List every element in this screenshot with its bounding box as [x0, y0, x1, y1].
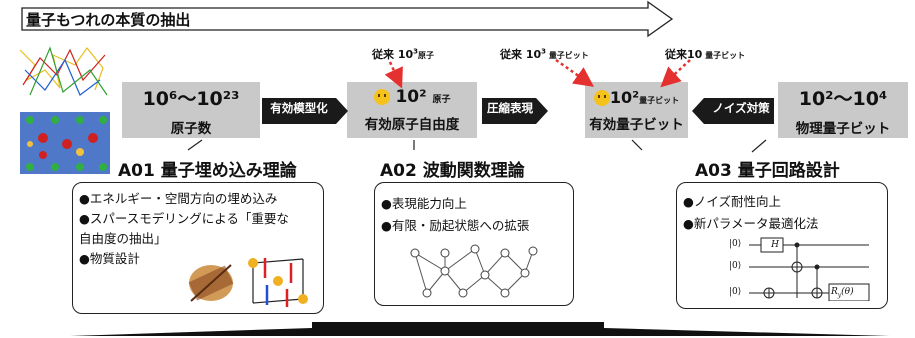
section-a02-panel: ●表現能力向上 ●有限・励起状態への拡張	[374, 182, 574, 306]
a01-item: ●エネルギー・空間方向の埋め込み	[79, 191, 278, 206]
compression-arrow	[482, 98, 548, 124]
effective-qubit-label: 有効量子ビット	[589, 116, 684, 133]
atom-count-range: 10⁶〜10²³	[142, 87, 240, 110]
hadamard-gate	[760, 237, 784, 253]
smiley-icon	[593, 90, 610, 106]
physical-qubit-label: 物理量子ビット	[795, 120, 891, 137]
a01-item: ●物質設計	[79, 251, 140, 266]
a03-item: ●ノイズ耐性向上	[683, 194, 782, 209]
effective-atom-label: 有効原子自由度	[364, 117, 460, 133]
effective-qubit-value: 10²	[609, 87, 640, 107]
circuit-ket: |0⟩	[729, 261, 742, 271]
a01-item: ●スパースモデリングによる「重要な	[79, 211, 289, 226]
a01-item: 自由度の抽出」	[79, 231, 167, 246]
control-dot	[814, 264, 820, 270]
control-dot	[794, 242, 800, 248]
circuit-ket: |0⟩	[729, 287, 742, 297]
ry-gate	[828, 283, 870, 301]
section-a01-panel: ●エネルギー・空間方向の埋め込み ●スパースモデリングによる「重要な 自由度の抽…	[72, 182, 324, 314]
noise-label: ノイズ対策	[712, 101, 770, 115]
qubit-right-dashed-arrow	[660, 59, 691, 88]
circuit-ket: |0⟩	[729, 239, 742, 249]
header-arrow	[21, 0, 674, 38]
section-a03-panel: ●ノイズ耐性向上 ●新パラメータ最適化法 |0⟩ |0⟩ |0⟩	[676, 182, 888, 309]
material-design-image	[188, 258, 308, 307]
section-a02-heading: A02 波動関数理論	[380, 161, 525, 181]
effective-atom-box: 10² 原子 有効原子自由度	[347, 82, 477, 138]
physical-qubit-range: 10²〜10⁴	[798, 87, 888, 110]
atom-count-box: 10⁶〜10²³ 原子数	[122, 82, 260, 138]
section-a01-heading: A01 量子埋め込み理論	[118, 161, 297, 181]
hadamard-gate-label: H	[771, 240, 779, 250]
header-title: 量子もつれの本質の抽出	[26, 11, 191, 29]
smiley-icon	[373, 89, 390, 105]
quantum-circuit: |0⟩ |0⟩ |0⟩ H Ry(θ)	[677, 183, 887, 308]
physical-qubit-box: 10²〜10⁴ 物理量子ビット	[778, 82, 908, 138]
effective-atom-value: 10²	[395, 87, 427, 107]
section-a03-heading: A03 量子回路設計	[695, 161, 840, 181]
atom-count-label: 原子数	[170, 120, 212, 137]
conventional-qubit-right-label: 従来10 量子ビット	[665, 48, 746, 61]
neural-network-image	[410, 244, 538, 298]
bottom-bar	[70, 322, 890, 336]
effective-atom-unit: 原子	[432, 95, 451, 105]
ry-gate-label: Ry(θ)	[831, 287, 854, 299]
effective-model-arrow	[262, 98, 348, 124]
conventional-qubit-left-label: 従来 103 量子ビット	[500, 47, 589, 61]
compression-label: 圧縮表現	[487, 101, 533, 115]
a03-item: ●新パラメータ最適化法	[683, 216, 819, 231]
molecule-image	[19, 46, 110, 174]
noise-arrow	[692, 98, 774, 124]
atom-dashed-arrow	[384, 61, 403, 89]
a02-item: ●表現能力向上	[381, 196, 467, 211]
qubit-left-dashed-arrow	[555, 58, 595, 87]
effective-qubit-box: 10²量子ビット 有効量子ビット	[585, 82, 688, 138]
effective-qubit-unit: 量子ビット	[639, 95, 680, 105]
a02-item: ●有限・励起状態への拡張	[381, 218, 530, 233]
conventional-atom-label: 従来 103原子	[372, 47, 435, 61]
effective-model-label: 有効模型化	[270, 101, 328, 115]
